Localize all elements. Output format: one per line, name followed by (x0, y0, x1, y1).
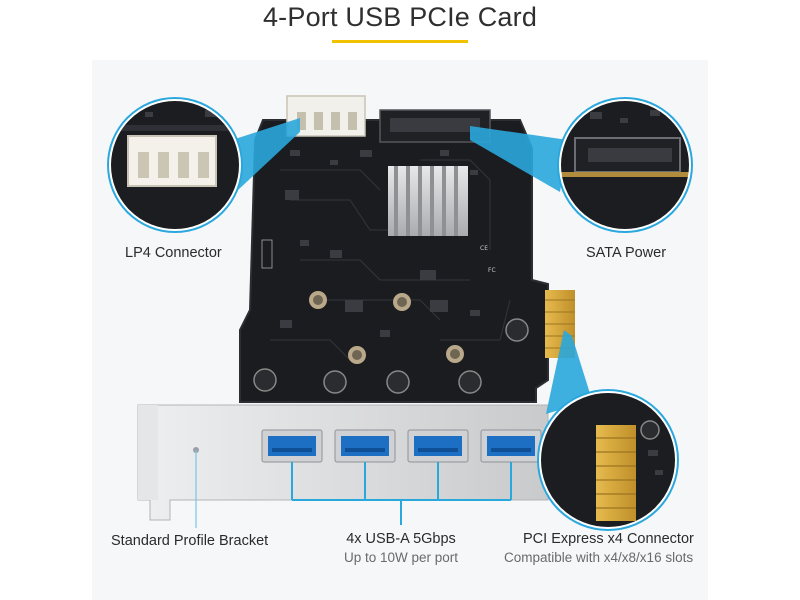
usb-port (480, 429, 542, 463)
pcie-callout-cone (546, 330, 592, 414)
pcb-board: CE FC (239, 95, 575, 403)
svg-text:FC: FC (488, 267, 496, 274)
usb-port (407, 429, 469, 463)
usb-port (261, 429, 323, 463)
bracket-label: Standard Profile Bracket (111, 533, 269, 549)
sata-zoom-circle (557, 97, 693, 233)
usb-ports-label: 4x USB-A 5Gbps (346, 531, 456, 547)
pcie-connector-label: PCI Express x4 Connector (523, 531, 694, 547)
pcie-connector-sublabel: Compatible with x4/x8/x16 slots (504, 550, 694, 565)
sata-callout-cone (470, 126, 568, 192)
usb-ports (261, 429, 542, 463)
sata-power-label: SATA Power (586, 245, 667, 261)
pcie-zoom-circle (537, 389, 679, 531)
lp4-connector-label: LP4 Connector (125, 245, 222, 261)
svg-text:CE: CE (480, 245, 488, 252)
usb-ports-sublabel: Up to 10W per port (343, 550, 459, 565)
usb-port (334, 429, 396, 463)
page-title: 4-Port USB PCIe Card (262, 2, 538, 32)
lp4-callout-cone (232, 118, 300, 190)
usb-callout-lines (291, 462, 512, 525)
title-underline (332, 40, 468, 43)
lp4-zoom-circle (107, 97, 243, 233)
